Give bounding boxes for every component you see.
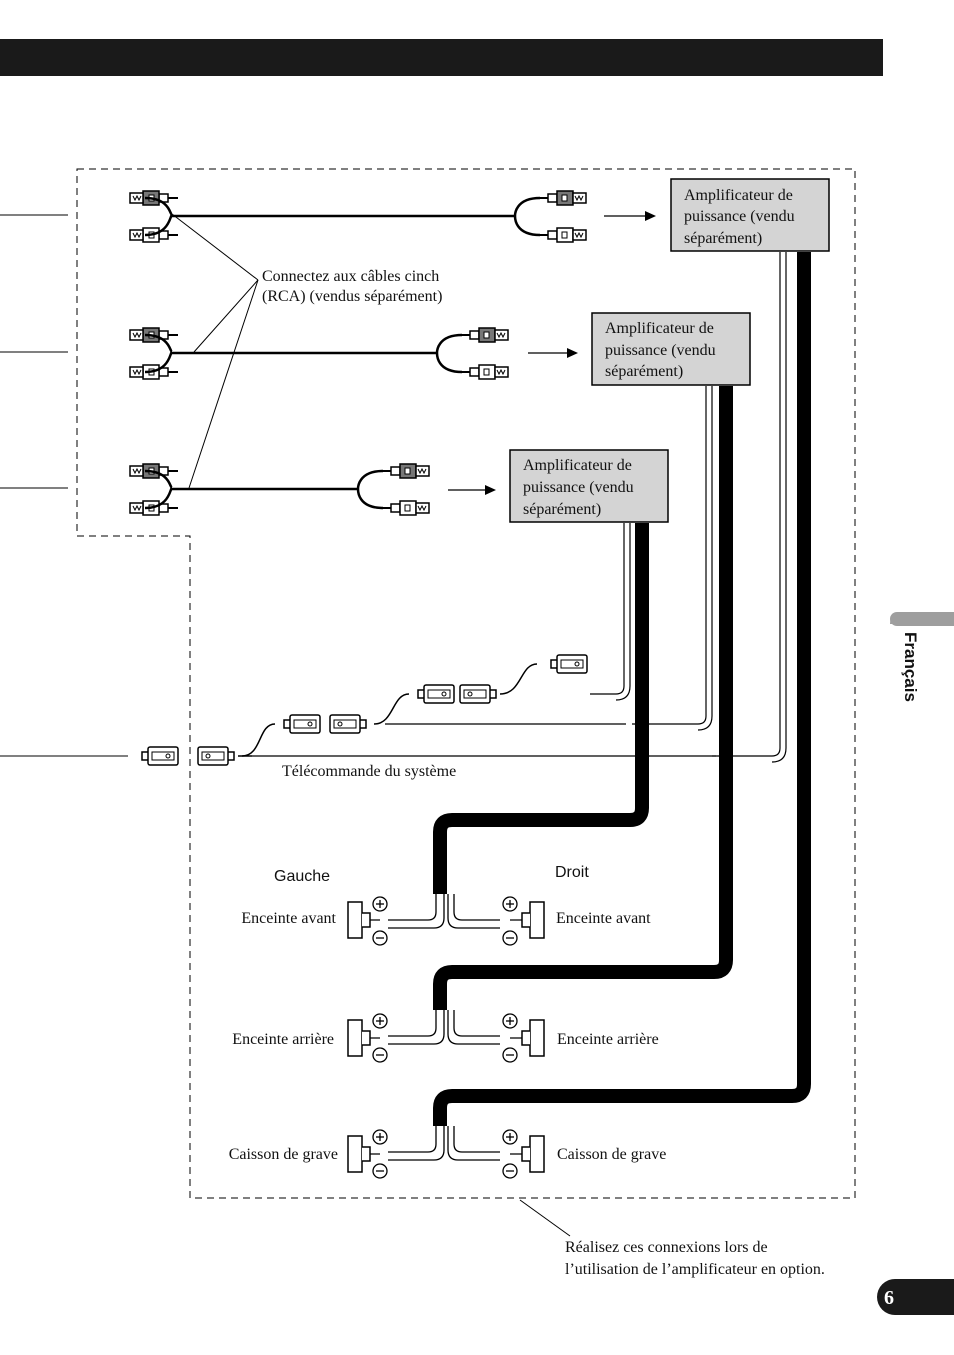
arrow-right-icon bbox=[528, 348, 578, 358]
plus-terminal-icon bbox=[372, 1129, 388, 1145]
footnote-line-2: l’utilisation de l’amplificateur en opti… bbox=[565, 1261, 825, 1278]
plus-terminal-icon bbox=[502, 1129, 518, 1145]
arrow-right-icon bbox=[604, 211, 656, 221]
right-label: Droit bbox=[555, 864, 589, 881]
header-bar bbox=[0, 39, 883, 76]
rca-callout-line-1: Connectez aux câbles cinch bbox=[262, 268, 439, 285]
remote-label: Télécommande du système bbox=[282, 763, 456, 780]
speaker-icon bbox=[521, 1019, 545, 1057]
spade-connector-icon bbox=[459, 684, 497, 704]
sub-right-label: Caisson de grave bbox=[557, 1146, 666, 1163]
speaker-icon bbox=[347, 1135, 371, 1173]
speaker-cables bbox=[433, 252, 811, 1126]
minus-terminal-icon bbox=[502, 1047, 518, 1063]
speaker-icon bbox=[347, 901, 371, 939]
spade-connector-icon bbox=[283, 714, 321, 734]
amplifier-label-line-1: Amplificateur de bbox=[684, 187, 793, 204]
spade-connector-icon bbox=[550, 654, 588, 674]
amplifier-label-line-2: puissance (vendu bbox=[523, 479, 634, 496]
speaker-splits bbox=[388, 894, 500, 1161]
plus-terminal-icon bbox=[372, 1013, 388, 1029]
rca-cable-3 bbox=[130, 463, 430, 516]
plus-terminal-icon bbox=[502, 896, 518, 912]
plus-terminal-icon bbox=[372, 896, 388, 912]
arrow-right-icon bbox=[448, 485, 496, 495]
language-tab: Français bbox=[890, 612, 954, 702]
minus-terminal-icon bbox=[372, 930, 388, 946]
language-tab-label: Français bbox=[901, 632, 920, 702]
footnote-line-1: Réalisez ces connexions lors de bbox=[565, 1239, 768, 1256]
minus-terminal-icon bbox=[502, 930, 518, 946]
page-number: 6 bbox=[884, 1287, 894, 1309]
amplifier-box-1: Amplificateur de puissance (vendu séparé… bbox=[670, 178, 830, 252]
speaker-icon bbox=[347, 1019, 371, 1057]
sub-left-label: Caisson de grave bbox=[229, 1146, 338, 1163]
rca-cable-2 bbox=[130, 327, 509, 380]
amplifier-label-line-2: puissance (vendu bbox=[684, 208, 795, 225]
minus-terminal-icon bbox=[372, 1047, 388, 1063]
spade-connector-icon bbox=[329, 714, 367, 734]
remote-connectors bbox=[241, 663, 538, 757]
rca-callout-leaders bbox=[171, 213, 259, 489]
subwoofer-speakers bbox=[347, 1129, 545, 1179]
rca-cable-1 bbox=[130, 190, 587, 243]
spade-connector-icon bbox=[141, 746, 179, 766]
plus-terminal-icon bbox=[502, 1013, 518, 1029]
rear-speakers bbox=[347, 1013, 545, 1063]
amplifier-box-2: Amplificateur de puissance (vendu séparé… bbox=[591, 312, 751, 386]
minus-terminal-icon bbox=[502, 1163, 518, 1179]
page-number-badge: 6 bbox=[877, 1279, 954, 1315]
rca-callout-line-2: (RCA) (vendus séparément) bbox=[262, 288, 442, 305]
amplifier-label-line-1: Amplificateur de bbox=[605, 320, 714, 337]
left-label: Gauche bbox=[274, 868, 330, 885]
optional-amp-boundary bbox=[76, 168, 856, 1199]
amplifier-label-line-3: séparément) bbox=[523, 501, 601, 518]
amplifier-label-line-3: séparément) bbox=[605, 363, 683, 380]
amplifier-label-line-1: Amplificateur de bbox=[523, 457, 632, 474]
speaker-icon bbox=[521, 1135, 545, 1173]
rear-left-label: Enceinte arrière bbox=[232, 1031, 334, 1048]
amplifier-label-line-3: séparément) bbox=[684, 230, 762, 247]
spade-connector-icon bbox=[417, 684, 455, 704]
speaker-icon bbox=[521, 901, 545, 939]
amplifier-label-line-2: puissance (vendu bbox=[605, 342, 716, 359]
front-speakers bbox=[347, 896, 545, 946]
front-left-label: Enceinte avant bbox=[241, 910, 336, 927]
minus-terminal-icon bbox=[372, 1163, 388, 1179]
amplifier-box-3: Amplificateur de puissance (vendu séparé… bbox=[509, 449, 669, 523]
footnote-leader bbox=[519, 1199, 571, 1237]
rear-right-label: Enceinte arrière bbox=[557, 1031, 659, 1048]
spade-connector-icon bbox=[197, 746, 235, 766]
front-right-label: Enceinte avant bbox=[556, 910, 651, 927]
